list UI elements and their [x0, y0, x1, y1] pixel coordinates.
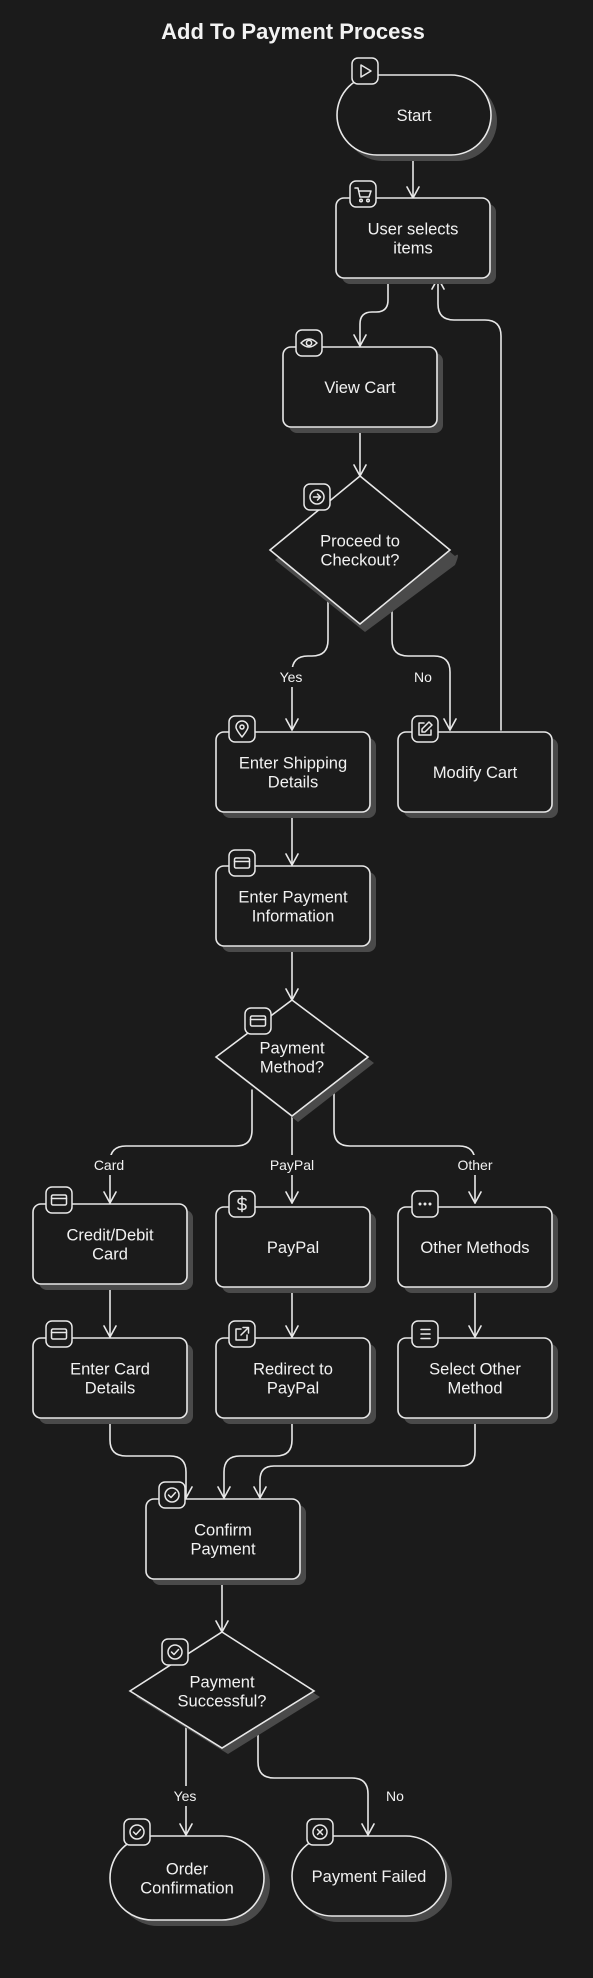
edge-label-yes-success: Yes: [174, 1788, 197, 1804]
cart-icon: [349, 180, 377, 208]
node-modify-cart: Modify Cart: [397, 731, 558, 818]
edge-labels: Yes No Card PayPal Other Yes No: [88, 667, 498, 1806]
node-view-cart: View Cart: [282, 346, 443, 433]
node-label: Start: [397, 107, 432, 125]
node-start: Start: [336, 74, 497, 161]
eye-icon: [295, 329, 323, 357]
external-link-icon: [228, 1320, 256, 1348]
edge-select-to-confirm: [253, 1417, 476, 1499]
node-label: Payment Failed: [312, 1868, 427, 1886]
edge-label-card: Card: [94, 1157, 124, 1173]
edge-label-yes-checkout: Yes: [280, 669, 303, 685]
list-icon: [411, 1320, 439, 1348]
node-paypal: PayPal: [215, 1206, 376, 1293]
edge-method-card: [103, 1089, 253, 1204]
edge-proceed-no: [391, 601, 457, 731]
edge-label-no-checkout: No: [414, 669, 432, 685]
dollar-icon: [228, 1190, 256, 1218]
diagram-title: Add To Payment Process: [161, 19, 425, 44]
edges: [103, 154, 502, 1836]
arrow-right-circle-icon: [303, 483, 331, 511]
node-other-methods: Other Methods: [397, 1206, 558, 1293]
edge-select-to-view: [353, 279, 389, 347]
edge-label-no-success: No: [386, 1788, 404, 1804]
edge-label-paypal: PayPal: [270, 1157, 314, 1173]
edge-redirect-to-confirm: [217, 1417, 293, 1499]
check-circle-icon: [161, 1638, 189, 1666]
edit-icon: [411, 715, 439, 743]
play-icon: [351, 57, 379, 85]
edge-modify-to-select: [431, 277, 502, 731]
location-pin-icon: [228, 715, 256, 743]
check-circle-icon: [158, 1481, 186, 1509]
credit-card-icon: [45, 1320, 73, 1348]
credit-card-icon: [45, 1186, 73, 1214]
node-label: View Cart: [324, 379, 396, 397]
more-icon: [411, 1190, 439, 1218]
edge-label-other: Other: [457, 1157, 492, 1173]
node-label: PayPal: [267, 1239, 319, 1257]
node-label: Other Methods: [420, 1239, 529, 1257]
node-payment-failed: Payment Failed: [291, 1835, 452, 1922]
edge-proceed-yes: [285, 601, 329, 731]
edge-method-other: [333, 1089, 482, 1204]
check-circle-icon: [123, 1818, 151, 1846]
credit-card-icon: [228, 849, 256, 877]
node-label: Modify Cart: [433, 764, 518, 782]
edge-details-to-confirm: [109, 1417, 193, 1499]
credit-card-icon: [244, 1007, 272, 1035]
x-circle-icon: [306, 1818, 334, 1846]
edge-success-no: [257, 1727, 375, 1836]
